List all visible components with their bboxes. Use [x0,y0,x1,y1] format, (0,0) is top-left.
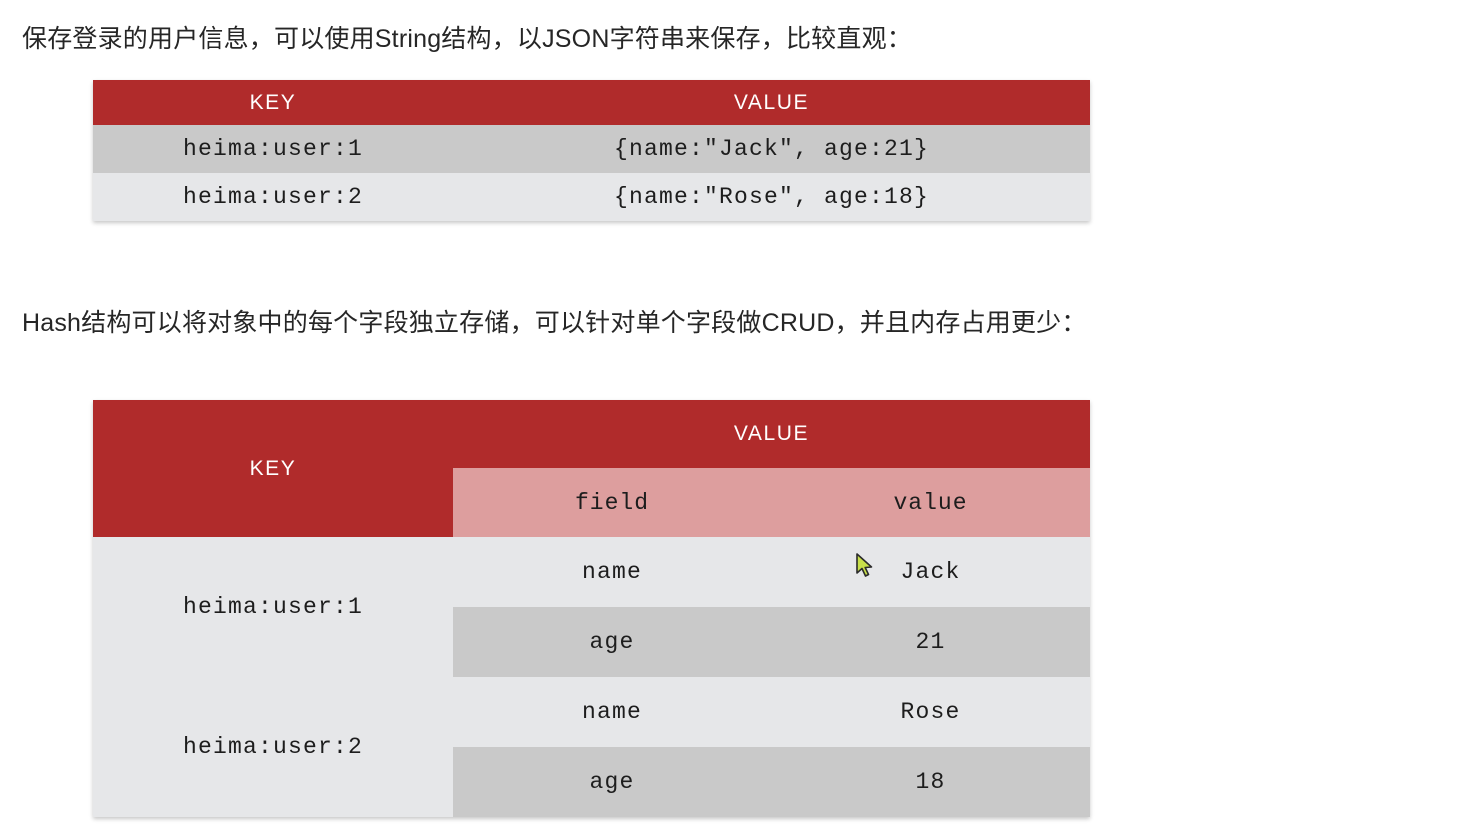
cell-value: {name:"Jack", age:21} [613,136,930,162]
cell-value: 18 [771,747,1090,817]
cell-value: Rose [771,677,1090,747]
header-value: VALUE [453,400,1090,468]
hash-intro-paragraph: Hash结构可以将对象中的每个字段独立存储，可以针对单个字段做CRUD，并且内存… [22,309,1087,337]
cell-value: 21 [771,607,1090,677]
string-structure-table: KEY VALUE heima:user:1 {name:"Jack", age… [93,80,1090,221]
table-header-row: KEY VALUE [93,400,1090,537]
cell-field: age [453,747,771,817]
table-row: age 21 [93,607,1090,677]
hash-structure-table: KEY VALUE field value heima:user:1 name … [93,400,1090,817]
header-value: VALUE [453,80,1090,125]
subheader-value: value [771,468,1090,537]
table-row: heima:user:1 {name:"Jack", age:21} [93,125,1090,173]
cell-key: heima:user:1 [182,136,364,162]
table-row: heima:user:2 name Rose [93,677,1090,817]
subheader-field: field [453,468,771,537]
table-row: heima:user:1 name Jack [93,537,1090,677]
table-row: heima:user:2 {name:"Rose", age:18} [93,173,1090,221]
cell-value: Jack [771,537,1090,607]
cell-field: name [453,537,771,607]
string-intro-paragraph: 保存登录的用户信息，可以使用String结构，以JSON字符串来保存，比较直观： [22,25,912,53]
table-header-row: KEY VALUE [93,80,1090,125]
cell-value: {name:"Rose", age:18} [613,184,930,210]
cell-key: heima:user:2 [182,184,364,210]
table-subheader-row: field value [93,468,1090,537]
table-row: age 18 [93,747,1090,817]
header-key: KEY [93,400,453,537]
cell-key: heima:user:2 [93,677,453,817]
cell-field: age [453,607,771,677]
cell-field: name [453,677,771,747]
cell-key: heima:user:1 [93,537,453,677]
header-key: KEY [93,80,453,125]
